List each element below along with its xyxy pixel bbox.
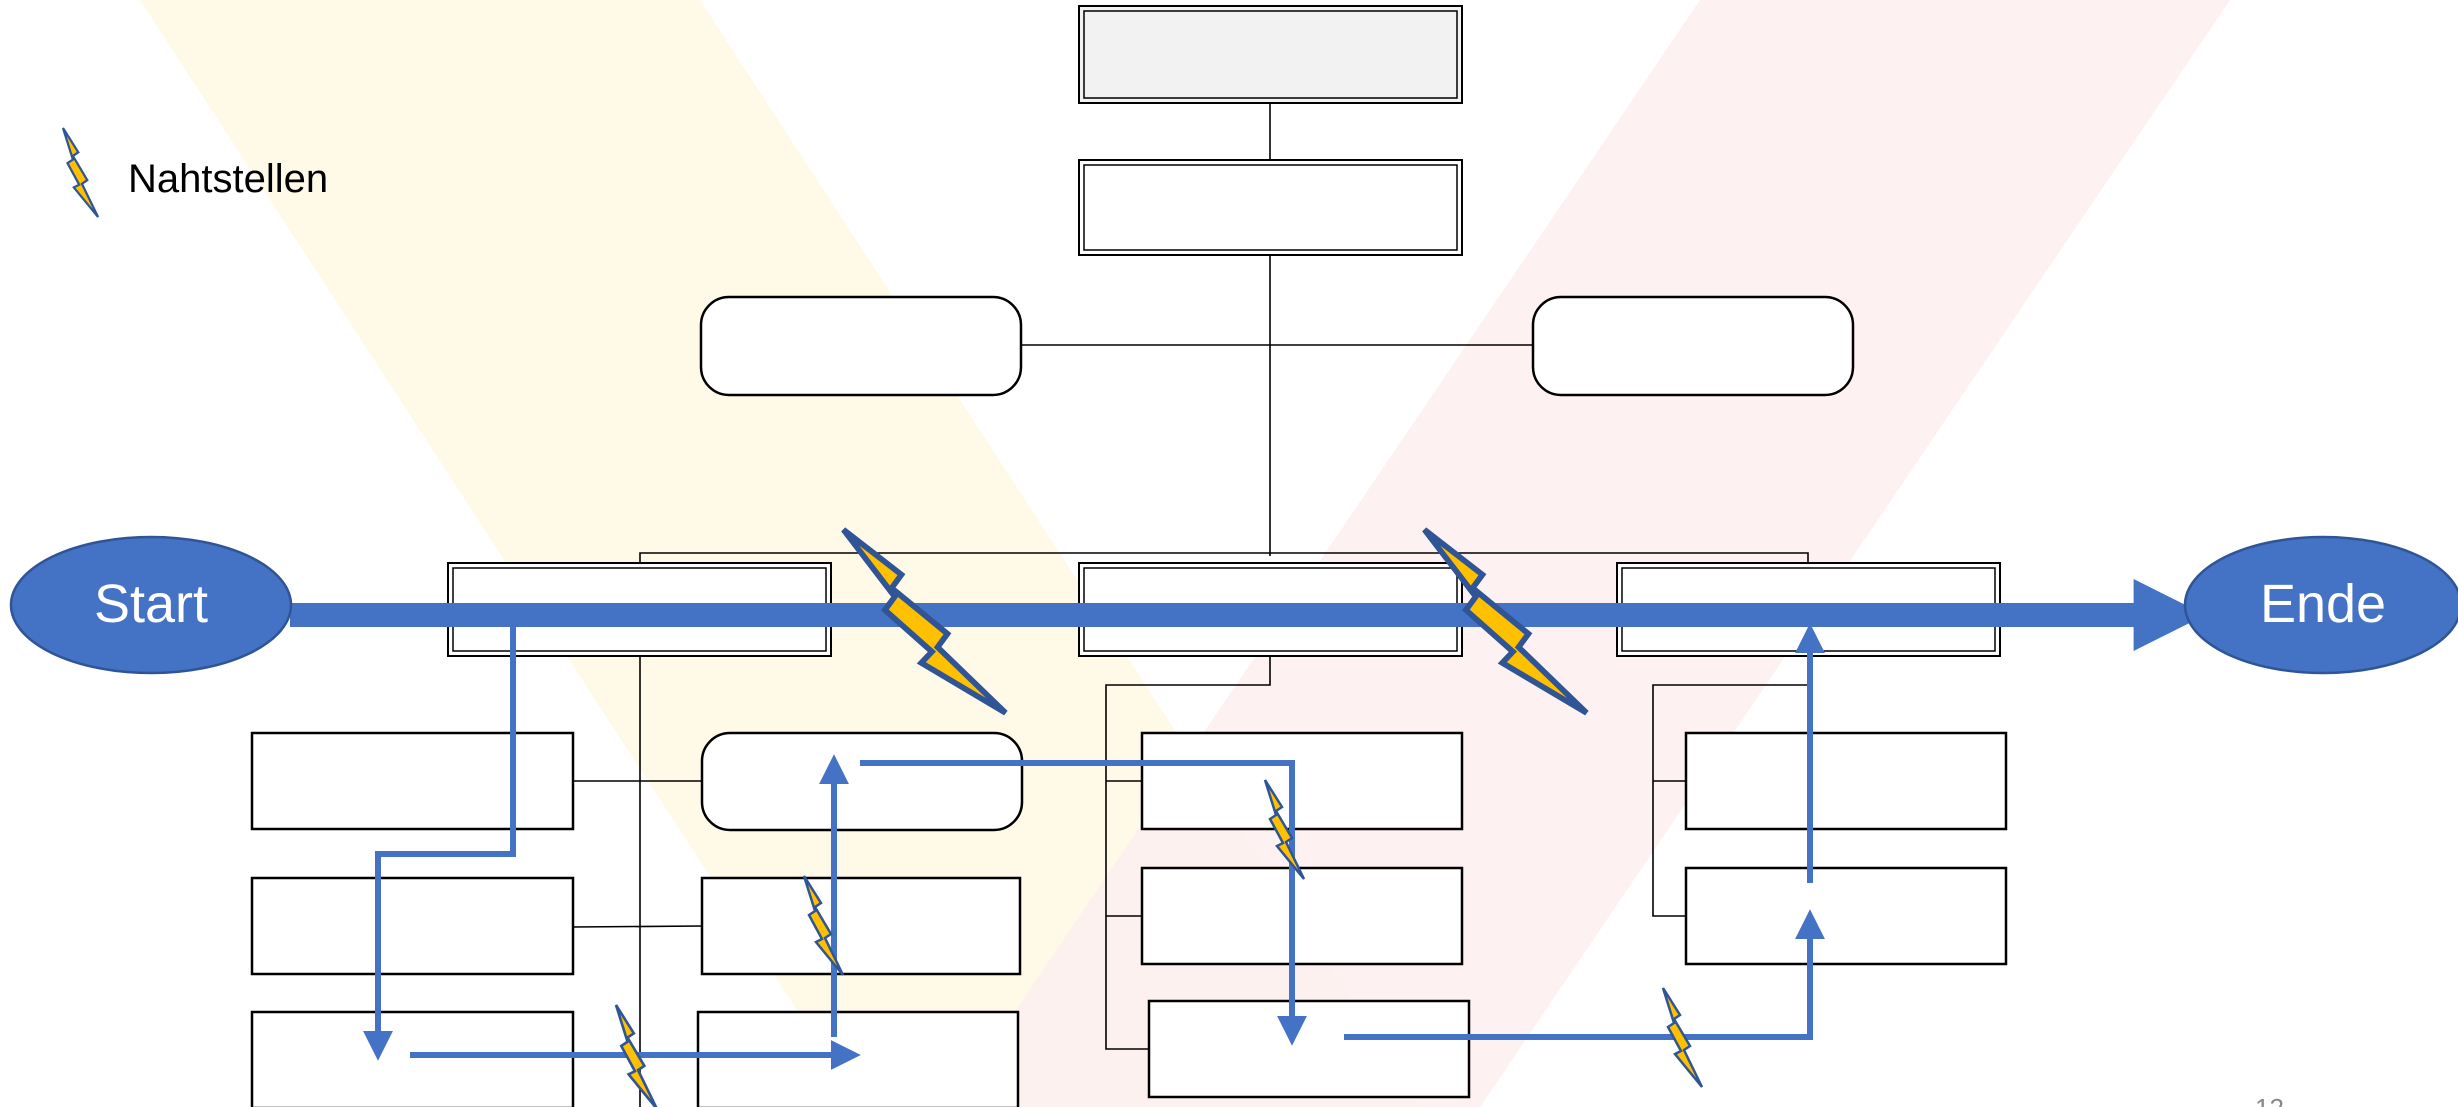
lightning-bolt-icon (841, 527, 1008, 716)
flow-path-down-left (363, 618, 516, 1061)
start-node: Start (9, 535, 293, 675)
org-box-sub-right-1 (1684, 731, 2008, 831)
org-box-sub-left-3 (250, 1010, 575, 1107)
flow-path-bottom-right (1344, 909, 1825, 1040)
org-box-sub-center-3 (1147, 999, 1471, 1099)
page-number: 12 (2255, 1093, 2284, 1107)
org-box-top (1078, 5, 1463, 104)
org-box-sub-left-1 (250, 731, 575, 831)
flow-path-across-center (860, 760, 1307, 1046)
legend-label: Nahtstellen (128, 157, 328, 201)
lightning-bolt-icon (1661, 987, 1704, 1088)
process-flow (363, 618, 1825, 1070)
org-box-sub-mid-3 (696, 1010, 1020, 1107)
start-label: Start (94, 574, 208, 634)
org-box-second (1078, 159, 1463, 256)
lightning-bolt-icon (1422, 527, 1589, 716)
org-box-sub-center-1 (1140, 731, 1464, 831)
org-box-sub-center-2 (1140, 866, 1464, 966)
org-box-sub-right-2 (1684, 866, 2008, 966)
org-box-staff-right (1531, 295, 1855, 397)
lightning-bolt-icon (61, 127, 100, 218)
lightning-bolts (61, 127, 1704, 1107)
org-box-sub-mid-1 (700, 731, 1024, 832)
end-label: Ende (2260, 574, 2386, 634)
org-boxes (250, 5, 2008, 1107)
lightning-bolt-icon (1263, 779, 1306, 880)
lightning-bolt-icon (802, 875, 845, 976)
org-box-sub-left-2 (250, 876, 575, 976)
org-box-staff-left (699, 295, 1023, 397)
org-box-sub-mid-2 (700, 876, 1022, 976)
end-node: Ende (2183, 535, 2458, 675)
lightning-bolt-icon (614, 1004, 658, 1107)
